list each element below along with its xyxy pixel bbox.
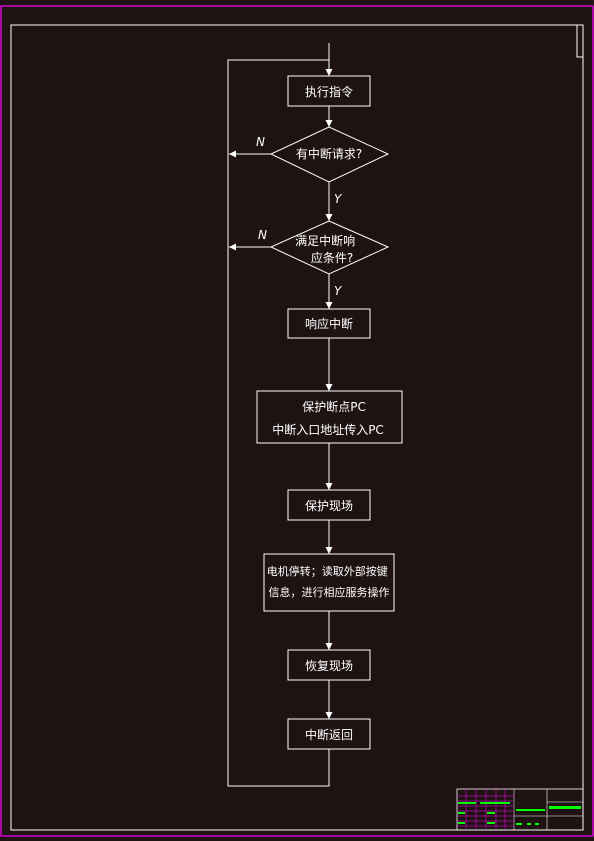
node-return-text: 中断返回 (305, 727, 353, 742)
node-respond: 响应中断 (287, 308, 371, 339)
node-protect-scene-text: 保护现场 (305, 499, 353, 513)
label-yes-2: Y (334, 284, 343, 298)
drawing-frame (10, 24, 584, 831)
node-motor: 电机停转；读取外部按键 信息，进行相应服务操作 (263, 553, 395, 612)
node-restore-scene: 恢复现场 (287, 649, 371, 681)
connector-loop-back (227, 59, 330, 787)
connectors (227, 43, 333, 787)
node-respond-text: 响应中断 (305, 316, 353, 331)
node-execute-text: 执行指令 (305, 84, 353, 99)
sheet-border (0, 5, 594, 837)
node-motor-text: 电机停转；读取外部按键 信息，进行相应服务操作 (267, 564, 392, 599)
decision-has-interrupt: 有中断请求? (269, 126, 390, 183)
label-no-1: N (256, 135, 265, 149)
node-protect-pc: 保护断点PC 中断入口地址传入PC (256, 390, 403, 444)
node-execute: 执行指令 (287, 75, 371, 107)
label-yes-1: Y (334, 192, 343, 206)
decision-has-interrupt-text: 有中断请求? (296, 146, 362, 161)
node-restore-scene-text: 恢复现场 (305, 659, 353, 673)
title-block (456, 788, 584, 831)
label-no-2: N (258, 228, 267, 242)
node-return: 中断返回 (287, 718, 371, 750)
node-protect-scene: 保护现场 (287, 489, 371, 521)
frame-tab (576, 24, 584, 58)
node-protect-pc-text: 保护断点PC 中断入口地址传入PC (272, 399, 384, 437)
decision-conditions-met-text: 满足中断响 应条件? (295, 233, 359, 265)
decision-conditions-met: 满足中断响 应条件? (269, 220, 390, 275)
